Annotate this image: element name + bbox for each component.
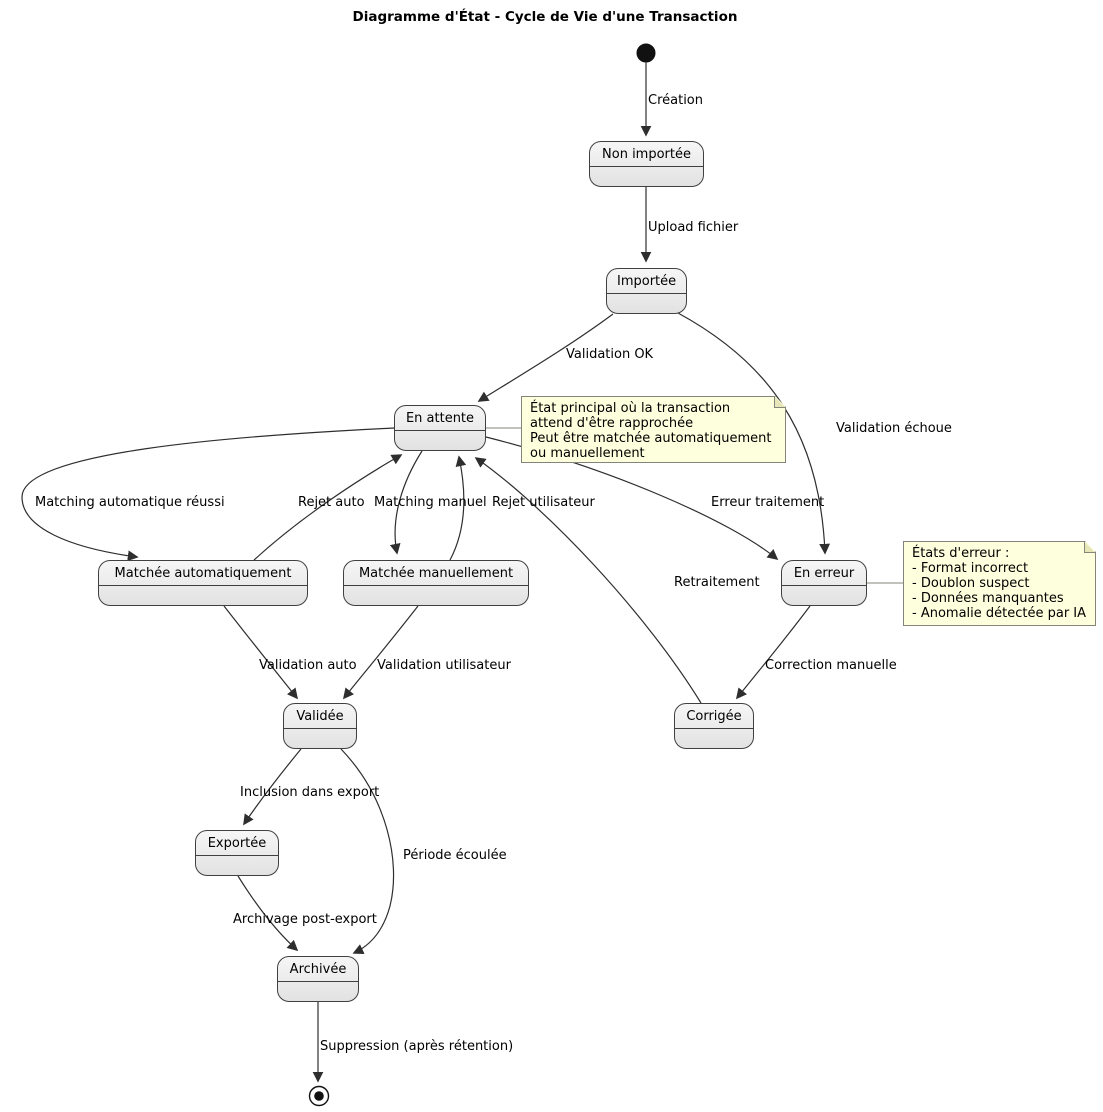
- initial-state: [636, 43, 656, 63]
- edge-rejet-auto: [253, 454, 403, 561]
- state-matchee-automatiquement-label: Matchée automatiquement: [99, 561, 307, 586]
- state-matchee-automatiquement-body: [99, 586, 307, 605]
- edge-archivage-post-export: [237, 875, 299, 952]
- edge-label-validation-auto: Validation auto: [259, 658, 357, 673]
- state-validee-body: [284, 729, 356, 748]
- state-corrigee-body: [675, 729, 753, 748]
- edge-label-suppression: Suppression (après rétention): [320, 1039, 514, 1054]
- state-non-importee-body: [590, 167, 703, 186]
- state-en-attente-label: En attente: [395, 406, 485, 431]
- edge-label-archivage-post-export: Archivage post-export: [233, 912, 377, 927]
- state-importee: Importée: [606, 268, 687, 314]
- note-en-erreur: États d'erreur : - Format incorrect - Do…: [903, 541, 1096, 626]
- edge-correction-manuelle: [735, 605, 811, 700]
- state-validee: Validée: [283, 703, 357, 749]
- edge-label-rejet-auto: Rejet auto: [298, 495, 365, 510]
- edge-label-validation-utilisateur: Validation utilisateur: [377, 658, 511, 673]
- edge-label-correction-manuelle: Correction manuelle: [765, 658, 897, 673]
- state-archivee-body: [278, 982, 358, 1001]
- state-exportee-label: Exportée: [196, 831, 278, 856]
- edge-validation-auto: [223, 605, 299, 700]
- edge-validation-ok: [477, 313, 614, 402]
- state-en-attente: En attente: [394, 405, 486, 451]
- state-en-attente-body: [395, 431, 485, 450]
- edge-retraitement: [474, 457, 702, 704]
- edge-label-erreur-traitement: Erreur traitement: [711, 495, 825, 510]
- state-matchee-manuellement-body: [344, 586, 528, 605]
- edge-label-retraitement: Retraitement: [674, 575, 760, 590]
- edge-periode-ecoulee: [340, 748, 395, 955]
- edge-matching-manuel: [389, 450, 423, 555]
- edge-label-validation-ok: Validation OK: [566, 347, 654, 362]
- state-archivee: Archivée: [277, 956, 359, 1002]
- edge-label-creation: Création: [648, 93, 704, 108]
- state-en-erreur-label: En erreur: [782, 561, 866, 586]
- edge-label-upload-fichier: Upload fichier: [648, 220, 739, 235]
- edge-matching-automatique: [21, 427, 395, 562]
- edge-label-matching-manuel: Matching manuel: [374, 495, 487, 510]
- edge-label-periode-ecoulee: Période écoulée: [403, 848, 507, 863]
- state-exportee-body: [196, 856, 278, 875]
- state-archivee-label: Archivée: [278, 957, 358, 982]
- edge-label-validation-echoue: Validation échoue: [836, 421, 952, 436]
- note-en-attente: État principal où la transaction attend …: [521, 396, 786, 463]
- edge-label-inclusion-export: Inclusion dans export: [240, 785, 380, 800]
- state-importee-body: [607, 294, 686, 313]
- state-matchee-manuellement: Matchée manuellement: [343, 560, 529, 606]
- state-en-erreur-body: [782, 586, 866, 605]
- state-importee-label: Importée: [607, 269, 686, 294]
- state-validee-label: Validée: [284, 704, 356, 729]
- state-matchee-manuellement-label: Matchée manuellement: [344, 561, 528, 586]
- state-non-importee-label: Non importée: [590, 142, 703, 167]
- state-corrigee: Corrigée: [674, 703, 754, 749]
- edge-inclusion-export: [243, 748, 302, 826]
- state-exportee: Exportée: [195, 830, 279, 876]
- state-corrigee-label: Corrigée: [675, 704, 753, 729]
- state-en-erreur: En erreur: [781, 560, 867, 606]
- final-state: [308, 1085, 330, 1107]
- edge-validation-utilisateur: [342, 605, 419, 700]
- state-non-importee: Non importée: [589, 141, 704, 187]
- edge-rejet-utilisateur: [449, 455, 467, 561]
- state-matchee-automatiquement: Matchée automatiquement: [98, 560, 308, 606]
- edge-label-rejet-utilisateur: Rejet utilisateur: [492, 495, 595, 510]
- diagram-title: Diagramme d'État - Cycle de Vie d'une Tr…: [352, 9, 738, 25]
- edge-label-matching-automatique: Matching automatique réussi: [35, 495, 225, 510]
